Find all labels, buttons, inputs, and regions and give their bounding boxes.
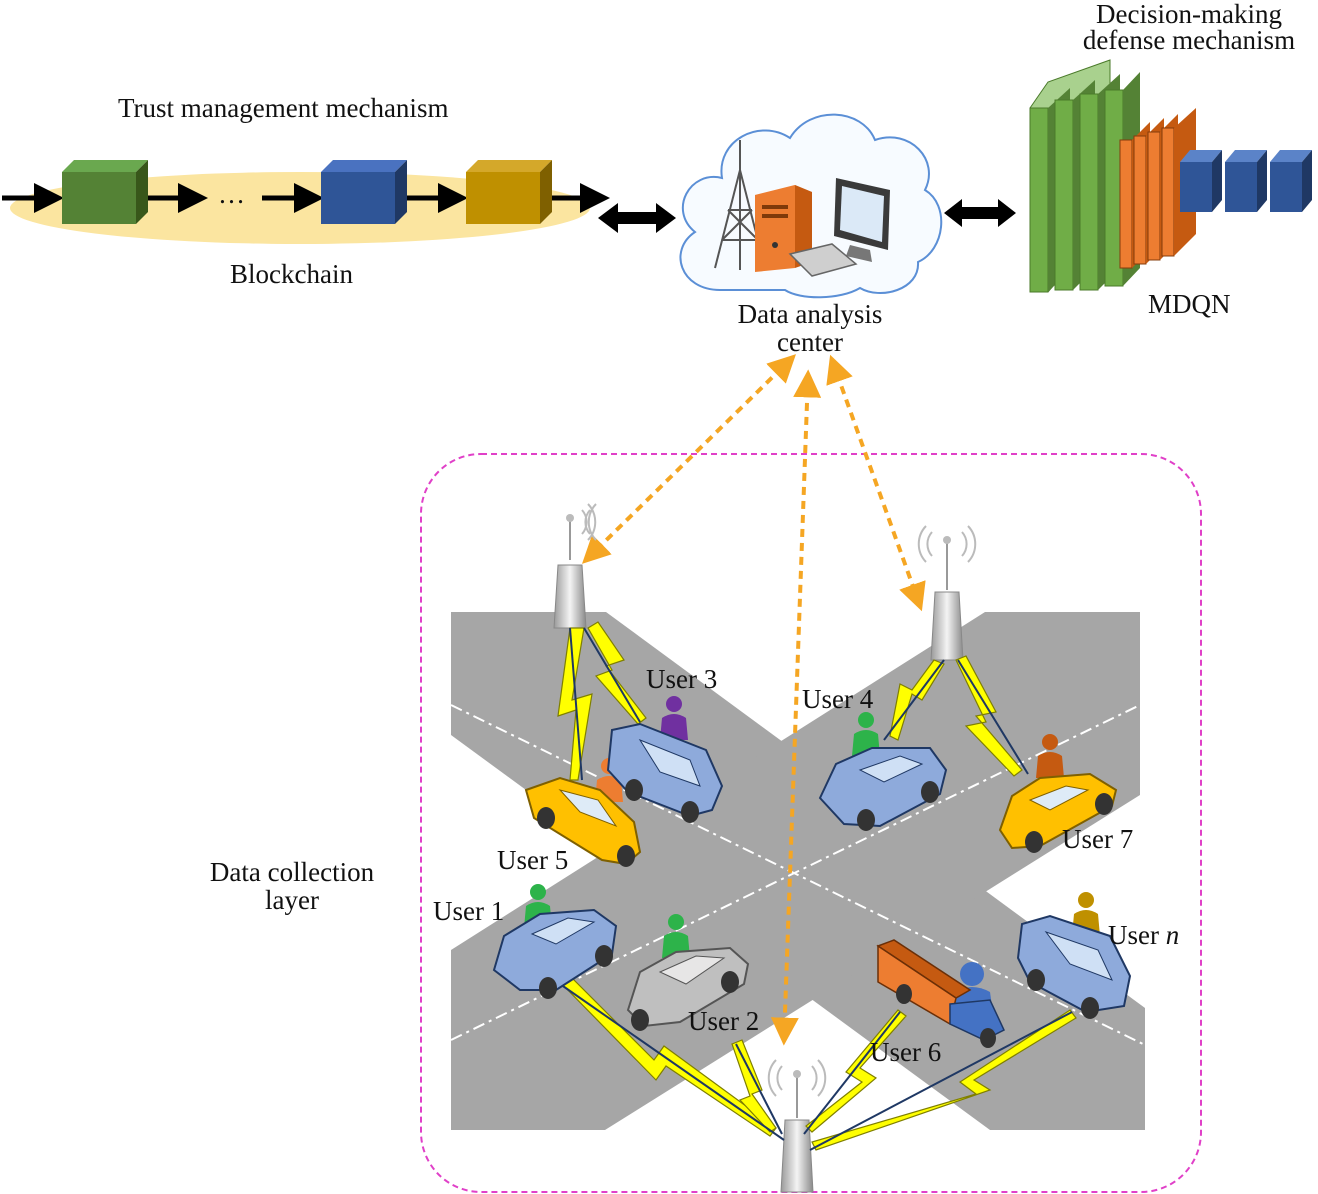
trust-management-title: Trust management mechanism bbox=[118, 93, 449, 123]
user-1-label: User 1 bbox=[433, 896, 505, 926]
user-n-prefix: User bbox=[1108, 920, 1166, 950]
lightning-left-user3 bbox=[587, 621, 647, 725]
car-yellow-user7 bbox=[998, 772, 1118, 853]
double-arrow-right bbox=[944, 199, 1016, 227]
collection-layer-line2: layer bbox=[265, 885, 319, 915]
collection-layer-line1: Data collection bbox=[209, 857, 375, 887]
mdqn-blue-layers bbox=[1180, 150, 1312, 212]
block-green bbox=[62, 160, 148, 224]
vehicle-links bbox=[559, 627, 1073, 1151]
defense-title-line1: Decision-making bbox=[1096, 0, 1282, 29]
car-blue-user3 bbox=[606, 722, 724, 823]
car-silver-user2 bbox=[626, 946, 750, 1031]
blockchain-label: Blockchain bbox=[230, 259, 353, 289]
chain-ellipsis: … bbox=[218, 179, 245, 209]
user-3-label: User 3 bbox=[646, 664, 718, 694]
user-4-label: User 4 bbox=[802, 684, 874, 714]
user-5-label: User 5 bbox=[497, 845, 569, 875]
person-icon-user7 bbox=[1036, 734, 1064, 778]
user-6-label: User 6 bbox=[870, 1037, 942, 1067]
car-blue-user4 bbox=[818, 747, 948, 831]
defense-title-line2: defense mechanism bbox=[1082, 25, 1296, 55]
car-blue-user1 bbox=[492, 908, 618, 999]
lightning-right-user7 bbox=[955, 655, 1023, 777]
double-arrow-left bbox=[598, 203, 676, 233]
person-icon-user3 bbox=[660, 696, 688, 740]
car-yellow-user5 bbox=[524, 776, 642, 867]
analysis-center-line2: center bbox=[777, 327, 843, 357]
user-n-label: User n bbox=[1108, 921, 1179, 950]
mdqn-label: MDQN bbox=[1148, 289, 1231, 319]
link-center-tower-left bbox=[582, 354, 796, 564]
car-blue-usern bbox=[1016, 914, 1132, 1019]
truck-user6 bbox=[876, 939, 1005, 1048]
user-2-label: User 2 bbox=[688, 1006, 760, 1036]
radio-tower-icon bbox=[714, 140, 766, 270]
lightning-bottom-user2 bbox=[731, 1039, 777, 1133]
user-n-index: n bbox=[1165, 920, 1180, 950]
lightning-right-user4 bbox=[889, 659, 945, 741]
block-blue bbox=[321, 160, 407, 224]
user-7-label: User 7 bbox=[1062, 824, 1134, 854]
base-station-bottom bbox=[767, 1059, 827, 1193]
monitor-icon bbox=[834, 178, 890, 262]
analysis-center-line1: Data analysis bbox=[737, 299, 883, 329]
mdqn-network bbox=[1029, 59, 1312, 293]
block-gold bbox=[466, 160, 552, 224]
keyboard-icon bbox=[788, 243, 858, 277]
blockchain-group bbox=[2, 160, 610, 244]
base-station-right bbox=[917, 525, 977, 661]
link-center-tower-right bbox=[826, 354, 926, 612]
cloud-data-center bbox=[679, 113, 943, 299]
base-station-left bbox=[553, 503, 597, 629]
server-icon bbox=[755, 185, 812, 272]
